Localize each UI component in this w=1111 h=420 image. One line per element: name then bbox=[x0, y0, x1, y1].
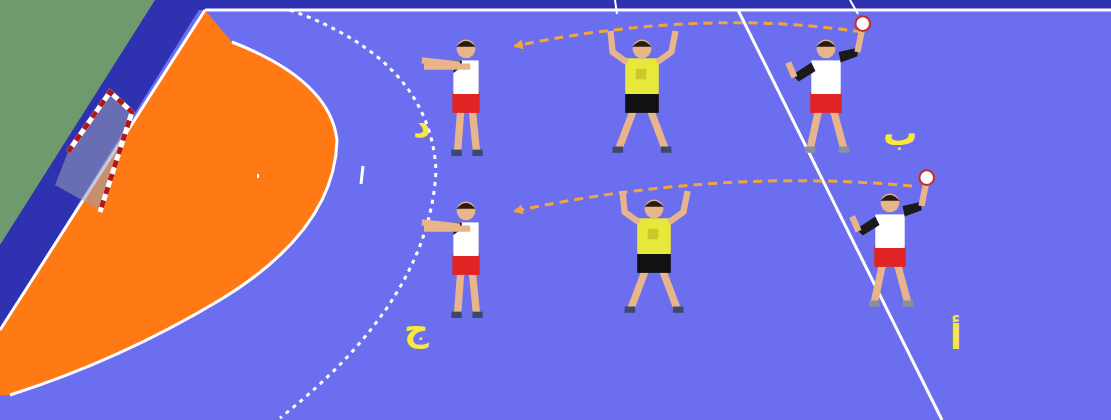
callout-letter: د bbox=[413, 108, 430, 142]
pass-arrow bbox=[515, 181, 912, 211]
goal-frame bbox=[68, 92, 132, 212]
side-line bbox=[205, 9, 1111, 12]
receiver-player bbox=[422, 201, 483, 318]
goal-frame bbox=[68, 92, 132, 212]
seven-metre-mark bbox=[361, 166, 363, 184]
receiver-player bbox=[422, 39, 483, 156]
thrower-player bbox=[852, 170, 934, 306]
court-mark bbox=[850, 0, 858, 14]
court-mark bbox=[615, 0, 617, 14]
goal-area bbox=[0, 10, 337, 395]
court-line bbox=[738, 10, 942, 420]
callout-letter: أ bbox=[950, 320, 962, 354]
goal-area-line bbox=[10, 42, 337, 395]
defender-player bbox=[623, 191, 688, 313]
pass-arrow bbox=[515, 23, 862, 46]
goal-line bbox=[0, 10, 205, 330]
free-throw-line bbox=[280, 10, 436, 418]
callout-letter: ج bbox=[404, 312, 429, 346]
defender-player bbox=[611, 31, 676, 153]
goalkeeper-mark bbox=[257, 174, 259, 178]
callout-letter: ب bbox=[883, 116, 917, 150]
thrower-player bbox=[788, 16, 870, 152]
